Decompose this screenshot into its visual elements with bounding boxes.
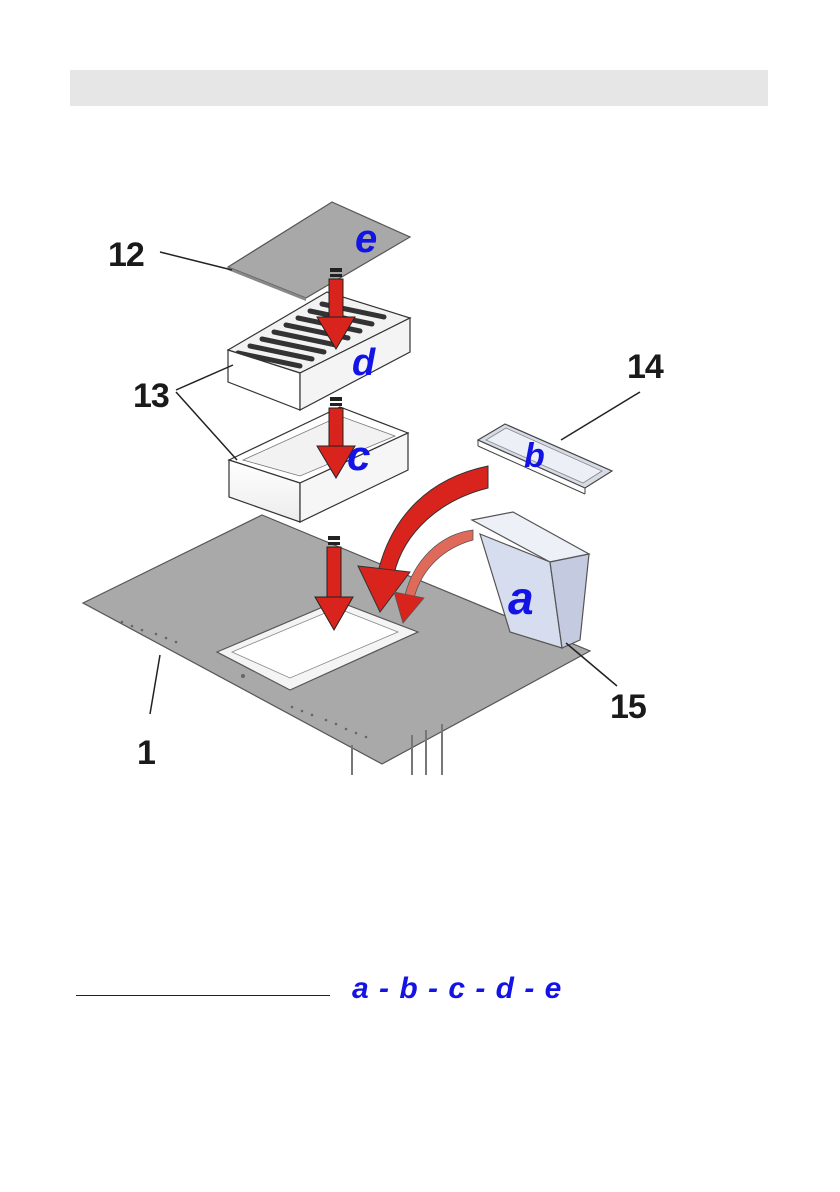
step-letter-a: a (508, 572, 534, 624)
sequence-rule (76, 995, 330, 996)
callout-12: 12 (108, 236, 144, 274)
callout-15: 15 (610, 688, 646, 726)
filter-tray (478, 424, 612, 494)
cover-plate (228, 202, 410, 301)
step-letter-b: b (524, 437, 545, 475)
callout-1: 1 (137, 734, 155, 772)
filter-housing-box (229, 407, 408, 522)
grease-grid-cassette (228, 292, 410, 410)
step-letter-e: e (355, 217, 377, 261)
callout-14: 14 (627, 348, 664, 386)
step-letter-d: d (352, 342, 376, 384)
assembly-sequence: a - b - c - d - e (352, 972, 562, 1006)
callout-13: 13 (133, 377, 169, 415)
step-letter-c: c (347, 432, 370, 479)
